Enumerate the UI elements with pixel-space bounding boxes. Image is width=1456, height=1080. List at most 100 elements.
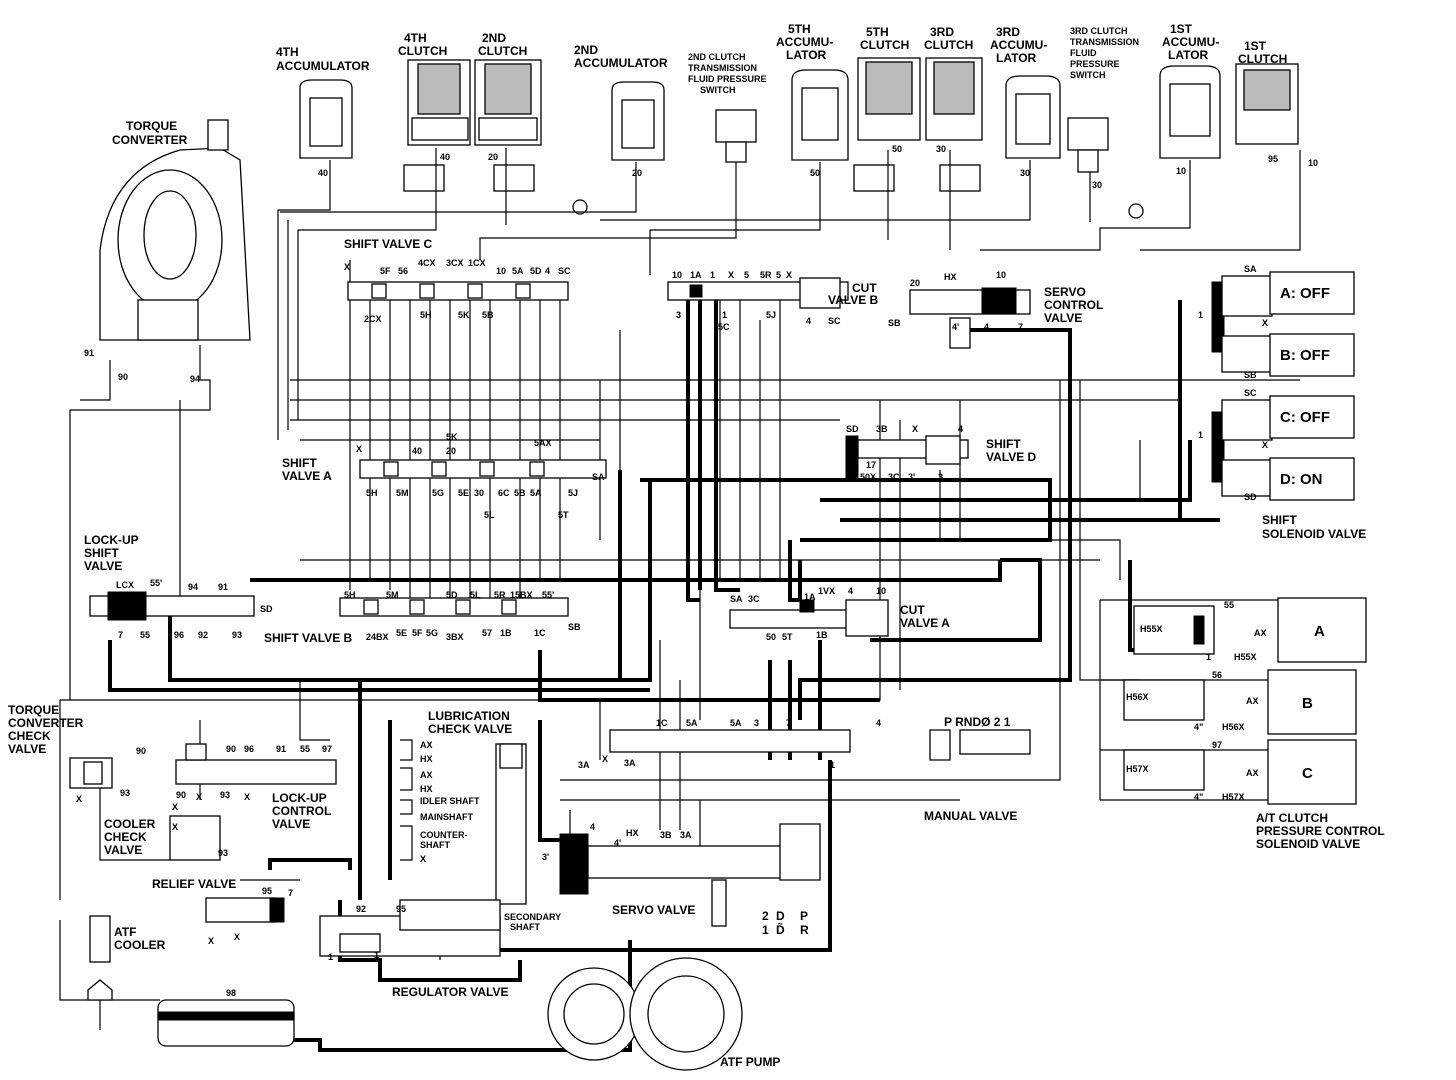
port-sa-x2: X: [1262, 440, 1268, 450]
cut-valve-a-label-1: CUT: [900, 603, 925, 617]
port-b-5d: 5D: [446, 590, 458, 600]
acc-5th-label-2: ACCUMU-: [776, 35, 833, 49]
port-ca-1vx: 1VX: [818, 586, 835, 596]
clutch-5th-label-2: CLUTCH: [860, 38, 909, 52]
port-sa-sc: SC: [1244, 388, 1257, 398]
port-sa-sa: SA: [1244, 264, 1257, 274]
atf-cooler-label-1: ATF: [114, 925, 136, 939]
acc-1st-label-1: 1ST: [1170, 22, 1193, 36]
solenoid-d-state: D: ON: [1280, 471, 1323, 488]
port-rv-7: 7: [288, 888, 293, 898]
port-sc-56: 56: [398, 266, 408, 276]
lockup-shift-label-1: LOCK-UP: [84, 533, 139, 547]
port-rg-1b: 1: [374, 950, 379, 960]
port-ps-97: 97: [1212, 740, 1222, 750]
port-d-x: X: [912, 424, 918, 434]
acc-1st-label-3: LATOR: [1168, 48, 1209, 62]
port-sv-10: 10: [996, 270, 1006, 280]
cut-valve-b-label-2: VALVE B: [828, 293, 879, 307]
port-sc-5b: 5B: [482, 310, 494, 320]
lockup-shift-label-2: SHIFT: [84, 546, 119, 560]
port-b-5l: 5L: [470, 590, 481, 600]
manual-valve: P RNDØ 2 1 MANUAL VALVE 1C 5A 5A 3 7 4 3…: [578, 715, 1031, 823]
solenoid-b-state: B: OFF: [1280, 347, 1330, 364]
port-30b: 30: [1020, 168, 1030, 178]
port-ps-55: 55: [1224, 600, 1234, 610]
port-a-5h: 5H: [366, 488, 378, 498]
port-cb-x2: X: [786, 270, 792, 280]
port-a-6c: 6C: [498, 488, 510, 498]
port-d-3c: 3C: [888, 472, 900, 482]
port-b-15bx: 15BX: [510, 590, 533, 600]
acc-5th-label-3: LATOR: [786, 48, 827, 62]
port-lu-92: 92: [198, 630, 208, 640]
cut-valve-a: CUT VALVE A SA 3C 1A 1VX 4 10 50 5T 1B: [729, 586, 950, 642]
clutch-1st-label-1: 1ST: [1244, 39, 1267, 53]
port-sv-hx: HX: [944, 272, 957, 282]
port-cb-5b: 5: [776, 270, 781, 280]
lube-hx-1: HX: [420, 754, 433, 764]
port-sc-4: 4: [545, 266, 550, 276]
port-ps-h57x: H57X: [1126, 764, 1149, 774]
port-ps-h56x: H56X: [1126, 692, 1149, 702]
port-tc-90: 90: [118, 372, 128, 382]
servo-pos-p: P: [800, 909, 808, 923]
pc-solenoid-c-box: [1267, 739, 1357, 805]
port-m-1: 1: [830, 760, 835, 770]
lube-check-label-1: LUBRICATION: [428, 709, 510, 723]
atf-cooler-label-2: COOLER: [114, 938, 166, 952]
port-a-5m: 5M: [396, 488, 409, 498]
port-s-4: 4: [590, 822, 595, 832]
port-ps-ax2: AX: [1246, 696, 1259, 706]
port-40b: 40: [440, 152, 450, 162]
port-lu-7: 7: [118, 630, 123, 640]
port-lc-90b: 90: [176, 790, 186, 800]
port-s-3a: 3A: [680, 830, 692, 840]
port-ca-5t: 5T: [782, 632, 793, 642]
port-cb-10: 10: [672, 270, 682, 280]
shift-valve-c: SHIFT VALVE C X 5F 56 4CX 3CX 1CX 10 5A …: [344, 237, 571, 324]
port-lc-93: 93: [220, 790, 230, 800]
manual-positions: P RNDØ 2 1: [944, 715, 1011, 729]
lube-x: X: [420, 854, 426, 864]
switch-2nd-label-4: SWITCH: [700, 85, 736, 95]
port-sv-7: 7: [1018, 322, 1023, 332]
port-sa-1b: 1: [1198, 430, 1203, 440]
port-95: 95: [1268, 154, 1278, 164]
port-a-5j: 5J: [568, 488, 578, 498]
shift-valve-c-label: SHIFT VALVE C: [344, 237, 433, 251]
port-a-5l: 5L: [484, 510, 495, 520]
acc-2nd-label-1: 2ND: [574, 43, 598, 57]
clutch-5th-label-1: 5TH: [866, 25, 889, 39]
port-ps-h55x: H55X: [1140, 624, 1163, 634]
top-port-numbers: 40 40 20 20 50 50 30 30 30 10 95 10: [318, 144, 1318, 190]
port-rg-92: 92: [356, 904, 366, 914]
lube-idler-shaft: IDLER SHAFT: [420, 796, 480, 806]
solenoid-b-box: [1269, 333, 1355, 377]
port-30c: 30: [1092, 180, 1102, 190]
port-20b: 20: [632, 168, 642, 178]
port-d-17: 17: [866, 460, 876, 470]
shift-valve-d-label-2: VALVE D: [986, 450, 1037, 464]
port-sa-sb: SB: [1244, 370, 1257, 380]
port-sa-sd: SD: [1244, 492, 1257, 502]
servo-control-label-2: CONTROL: [1044, 298, 1103, 312]
port-lu-lcx: LCX: [116, 580, 134, 590]
tc-check-label-4: VALVE: [8, 742, 46, 756]
port-cc-x: X: [172, 802, 178, 812]
port-sc-10: 10: [496, 266, 506, 276]
port-cc-93: 93: [218, 848, 228, 858]
switch-3rd-label-3: FLUID: [1070, 48, 1097, 58]
port-a-5k: 5K: [446, 432, 458, 442]
lubrication-check: LUBRICATION CHECK VALVE AX HX AX HX IDLE…: [400, 709, 527, 905]
port-m-x: X: [602, 754, 608, 764]
shift-valve-b: SHIFT VALVE B 5H 5M 5D 5L 5R 15BX 55' 24…: [264, 590, 581, 645]
port-lc-55: 55: [300, 744, 310, 754]
port-lu-93: 93: [232, 630, 242, 640]
acc-4th-label-2: ACCUMULATOR: [276, 59, 370, 73]
port-rv-95: 95: [262, 886, 272, 896]
port-10b: 10: [1308, 158, 1318, 168]
lube-countershaft-1: COUNTER-: [420, 830, 468, 840]
port-b-55p: 55': [542, 590, 554, 600]
clutch-4th-label-1: 4TH: [404, 31, 427, 45]
